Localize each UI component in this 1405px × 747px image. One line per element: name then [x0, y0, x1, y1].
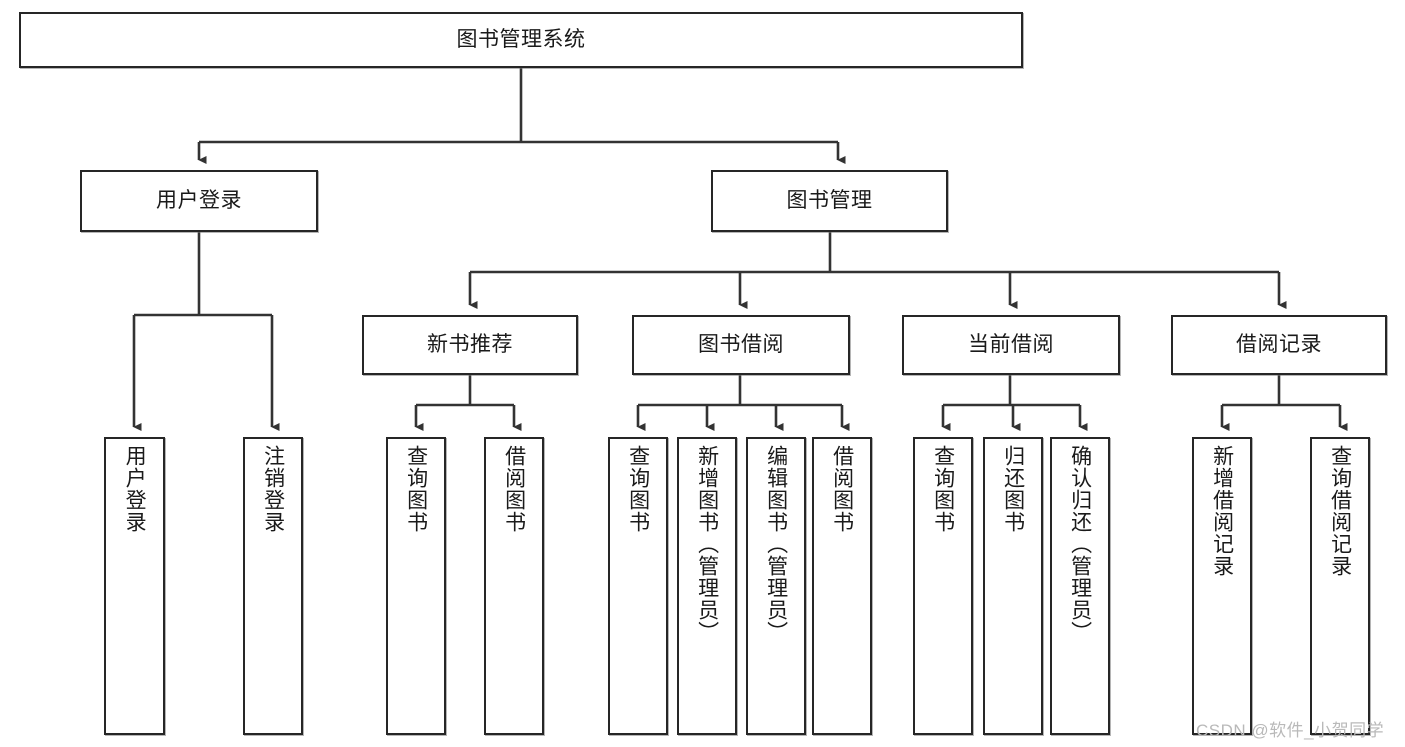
node-label: 查询图书	[931, 445, 955, 533]
node-label: 归还图书	[1001, 445, 1025, 533]
node-book-borrow[interactable]: 图书借阅	[632, 315, 850, 375]
leaf-borrow-add-book-admin[interactable]: 新增图书（管理员）	[677, 437, 737, 735]
leaf-user-login-signout[interactable]: 注销登录	[243, 437, 303, 735]
node-label: 借阅图书	[502, 445, 526, 533]
node-label: 当前借阅	[968, 332, 1054, 356]
node-book-management[interactable]: 图书管理	[711, 170, 948, 232]
leaf-record-add-record[interactable]: 新增借阅记录	[1192, 437, 1252, 735]
node-label: 查询图书	[626, 445, 650, 533]
leaf-current-confirm-return-admin[interactable]: 确认归还（管理员）	[1050, 437, 1110, 735]
node-label: 新增借阅记录	[1210, 445, 1234, 577]
node-label: 借阅记录	[1236, 332, 1322, 356]
node-user-login[interactable]: 用户登录	[80, 170, 318, 232]
node-label: 新增图书（管理员）	[695, 445, 719, 643]
node-borrow-record[interactable]: 借阅记录	[1171, 315, 1387, 375]
leaf-borrow-edit-book-admin[interactable]: 编辑图书（管理员）	[746, 437, 806, 735]
node-new-book-recommend[interactable]: 新书推荐	[362, 315, 578, 375]
node-label: 用户登录	[123, 445, 147, 533]
node-label: 图书管理	[786, 188, 873, 212]
csdn-watermark: CSDN @软件_小贺同学	[1196, 721, 1385, 740]
leaf-current-query-book[interactable]: 查询图书	[913, 437, 973, 735]
leaf-current-return-book[interactable]: 归还图书	[983, 437, 1043, 735]
leaf-user-login-signin[interactable]: 用户登录	[104, 437, 165, 735]
node-current-borrow[interactable]: 当前借阅	[902, 315, 1120, 375]
node-label: 新书推荐	[427, 332, 513, 356]
node-label: 图书借阅	[698, 332, 784, 356]
leaf-recommend-borrow-book[interactable]: 借阅图书	[484, 437, 544, 735]
leaf-recommend-query-book[interactable]: 查询图书	[386, 437, 446, 735]
node-root-system[interactable]: 图书管理系统	[19, 12, 1023, 68]
leaf-record-query-record[interactable]: 查询借阅记录	[1310, 437, 1370, 735]
leaf-borrow-borrow-book[interactable]: 借阅图书	[812, 437, 872, 735]
node-label: 用户登录	[156, 188, 242, 212]
node-label: 确认归还（管理员）	[1068, 445, 1092, 643]
node-label: 注销登录	[261, 445, 285, 533]
node-label: 借阅图书	[830, 445, 854, 533]
node-label: 编辑图书（管理员）	[764, 445, 788, 643]
node-label: 查询图书	[404, 445, 428, 533]
node-label: 查询借阅记录	[1328, 445, 1352, 577]
leaf-borrow-query-book[interactable]: 查询图书	[608, 437, 668, 735]
node-label: 图书管理系统	[456, 27, 586, 51]
